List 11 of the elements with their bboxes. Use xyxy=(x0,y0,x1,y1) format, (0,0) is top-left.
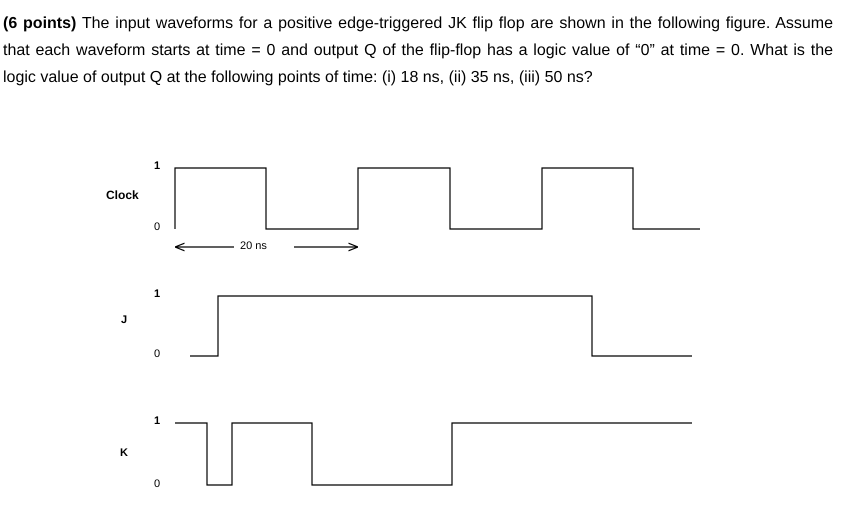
level-label: 1 xyxy=(154,288,160,300)
level-label: 0 xyxy=(154,478,160,490)
level-label: 0 xyxy=(154,348,160,360)
signal-name: K xyxy=(120,447,128,459)
level-label: 1 xyxy=(154,415,160,427)
level-label: 0 xyxy=(154,221,160,233)
dimension-label: 20 ns xyxy=(240,240,267,252)
level-label: 1 xyxy=(154,160,160,172)
question-text: (6 points) The input waveforms for a positive edge-triggered JK flip flop are shown in the following figure. Assume that each waveform starts at time = 0 and output Q of the flip-flop has a logic value of “0” at time = 0. What is the logic value of output Q at the following points of time: (i) 18 ns, (ii) 35 ns, (iii) 50 ns? xyxy=(3,14,833,88)
signal-name: J xyxy=(121,314,128,326)
signal-name: Clock xyxy=(106,188,139,202)
